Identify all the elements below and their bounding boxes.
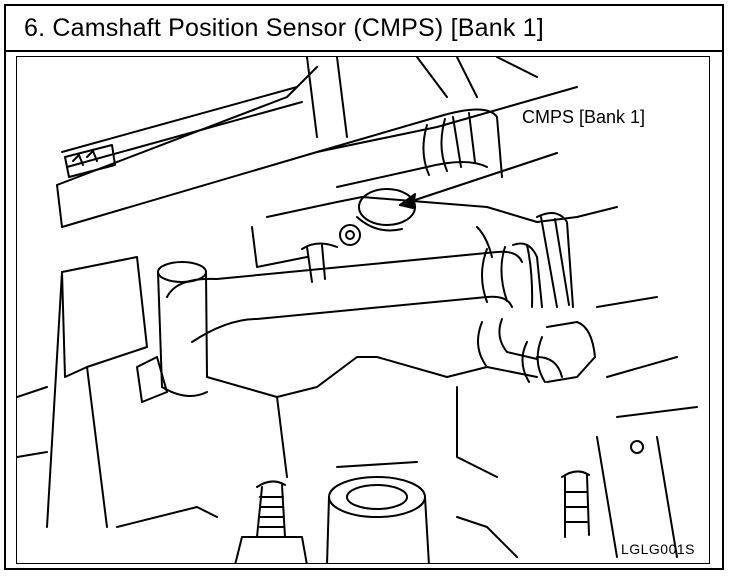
title-bar: 6. Camshaft Position Sensor (CMPS) [Bank… — [6, 6, 722, 52]
illustration-panel: CMPS [Bank 1] LGLG001S — [16, 56, 710, 564]
cmps-callout-label: CMPS [Bank 1] — [522, 107, 646, 127]
figure-code: LGLG001S — [620, 541, 695, 557]
document-frame: 6. Camshaft Position Sensor (CMPS) [Bank… — [4, 4, 724, 570]
page-title: 6. Camshaft Position Sensor (CMPS) [Bank… — [24, 14, 544, 42]
engine-line-drawing — [17, 57, 698, 563]
